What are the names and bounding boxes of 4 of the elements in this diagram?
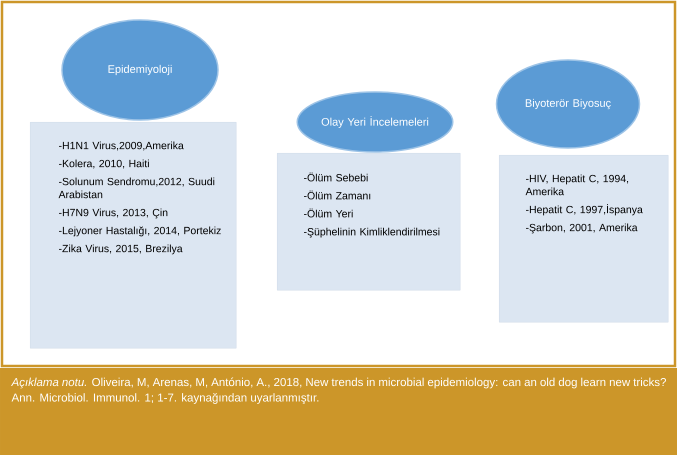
list-box: -HIV, Hepatit C, 1994, Amerika -Hepatit C, 1997,İspanya -Şarbon, 2001, Amerika <box>499 155 668 322</box>
list-box: -H1N1 Virus,2009,Amerika -Kolera, 2010, Haiti -Solunum Sendromu,2012, Suudi Arabistan -H7N9 Virus, 2013, Çin -Lejyoner Hastalığı, 2014, Portekiz -Zika Virus, 2015, Brezilya <box>30 122 236 348</box>
list-box: -Ölüm Sebebi -Ölüm Zamanı -Ölüm Yeri -Şüphelinin Kimliklendirilmesi <box>277 153 460 290</box>
caption-band: Açıklama notu. Oliveira, M, Arenas, M, António, A., 2018, New trends in microbial epidemiology: can an old dog learn new tricks? Ann. Microbiol. Immunol. 1; 1-7. kaynağından uyarlanmıştır. <box>0 368 677 455</box>
